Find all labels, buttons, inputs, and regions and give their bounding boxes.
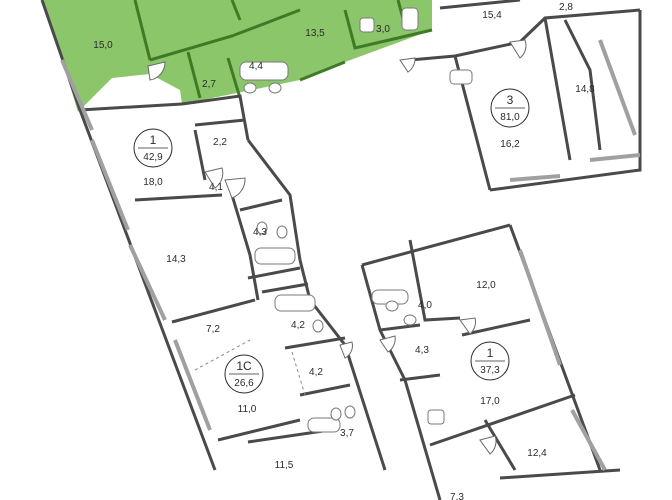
room-area: 11,5 bbox=[275, 460, 294, 471]
room-area: 2,8 bbox=[559, 2, 573, 13]
apartment-badge[interactable]: 3 81,0 bbox=[490, 88, 530, 128]
room-area: 4,0 bbox=[418, 300, 432, 311]
room-area: 3,7 bbox=[340, 428, 354, 439]
room-area: 12,4 bbox=[527, 448, 547, 459]
apartment-total-area: 26,6 bbox=[234, 378, 254, 389]
room-area: 2,7 bbox=[202, 79, 216, 90]
room-area: 11,0 bbox=[238, 404, 257, 415]
room-area: 3,0 bbox=[376, 24, 390, 35]
apartment-badge[interactable]: 1С 26,6 bbox=[224, 354, 264, 394]
room-area: 15,4 bbox=[482, 10, 502, 21]
room-area: 4,4 bbox=[249, 61, 263, 72]
room-area: 16,2 bbox=[500, 139, 520, 150]
room-area: 7,3 bbox=[450, 492, 464, 500]
room-area: 4,1 bbox=[209, 182, 223, 193]
apartment-rooms: 1 bbox=[487, 346, 494, 360]
room-area: 14,8 bbox=[575, 84, 595, 95]
room-area: 4,2 bbox=[309, 367, 323, 378]
room-area: 12,0 bbox=[476, 280, 496, 291]
highlighted-apartment[interactable] bbox=[42, 0, 432, 112]
room-area: 7,2 bbox=[206, 324, 220, 335]
apartment-total-area: 81,0 bbox=[500, 112, 520, 123]
apartment-badge[interactable]: 1 42,9 bbox=[133, 128, 173, 168]
zone-divider bbox=[291, 351, 306, 396]
room-labels: 15,0 13,5 4,4 2,7 3,0 18,0 2,2 4,1 4,3 1… bbox=[93, 2, 595, 500]
apartment-badge[interactable]: 1 37,3 bbox=[470, 341, 510, 381]
apartment-rooms: 3 bbox=[507, 93, 514, 107]
apartment-total-area: 42,9 bbox=[143, 152, 163, 163]
room-area: 2,2 bbox=[213, 137, 227, 148]
room-area: 4,3 bbox=[415, 345, 429, 356]
room-area: 15,0 bbox=[93, 40, 113, 51]
room-area: 4,2 bbox=[291, 320, 305, 331]
apartment-rooms: 1 bbox=[150, 133, 157, 147]
room-area: 18,0 bbox=[143, 177, 163, 188]
zone-divider bbox=[194, 339, 251, 371]
room-area: 4,3 bbox=[253, 227, 267, 238]
apartment-rooms: 1С bbox=[236, 359, 252, 373]
windows bbox=[60, 39, 641, 471]
room-area: 14,3 bbox=[166, 254, 186, 265]
apartment-total-area: 37,3 bbox=[480, 365, 500, 376]
bathroom-fixtures bbox=[239, 7, 473, 433]
room-area: 17,0 bbox=[480, 396, 500, 407]
room-area: 13,5 bbox=[305, 28, 325, 39]
doors bbox=[147, 39, 527, 455]
highlighted-apartment-area bbox=[42, 0, 432, 112]
